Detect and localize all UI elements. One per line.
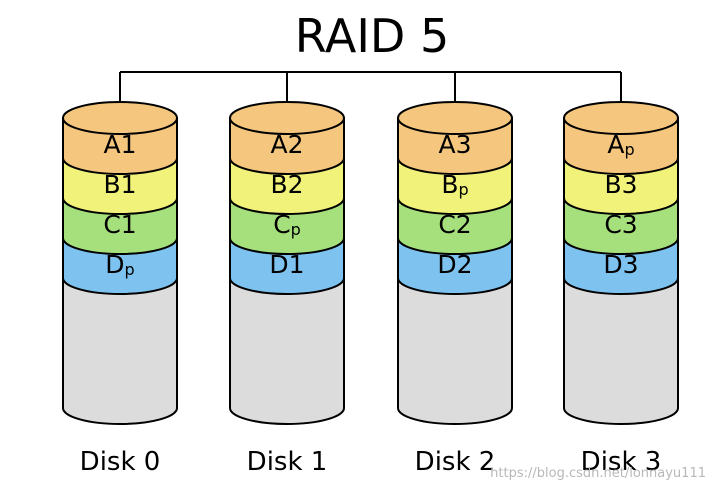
watermark-text: https://blog.csdn.net/lonnayu111 xyxy=(490,466,706,481)
block-letter: B xyxy=(270,170,287,199)
block-index: 3 xyxy=(456,130,472,159)
disk-label: Disk 2 xyxy=(415,447,496,477)
block-letter: D xyxy=(437,250,456,279)
block-label-d: D3 xyxy=(603,250,638,279)
disk-empty-space xyxy=(62,277,178,425)
disk-top-cap xyxy=(62,101,178,135)
block-label-c: C3 xyxy=(604,210,637,239)
disk-empty-space xyxy=(397,277,513,425)
block-label-a: A1 xyxy=(103,130,136,159)
parity-subscript: p xyxy=(125,260,135,279)
disk-top-cap xyxy=(397,101,513,135)
block-index: 2 xyxy=(288,170,304,199)
block-index: 3 xyxy=(622,210,638,239)
block-letter: A xyxy=(607,130,624,159)
disk-label: Disk 3 xyxy=(581,447,662,477)
block-index: 1 xyxy=(121,170,137,199)
block-index: 3 xyxy=(623,250,639,279)
parity-subscript: p xyxy=(291,220,301,239)
block-label-a-parity: Ap xyxy=(607,130,634,159)
block-index: 2 xyxy=(288,130,304,159)
disk-label: Disk 0 xyxy=(80,447,161,477)
block-label-b: B1 xyxy=(103,170,136,199)
block-letter: A xyxy=(270,130,287,159)
block-label-d-parity: Dp xyxy=(105,250,134,279)
block-index: 2 xyxy=(456,210,472,239)
block-index: 1 xyxy=(289,250,305,279)
block-label-b: B2 xyxy=(270,170,303,199)
block-letter: D xyxy=(269,250,288,279)
block-label-d: D2 xyxy=(437,250,472,279)
block-letter: B xyxy=(103,170,120,199)
block-index: 3 xyxy=(622,170,638,199)
block-letter: D xyxy=(603,250,622,279)
block-letter: D xyxy=(105,250,124,279)
disk-connector-lines xyxy=(119,71,622,118)
block-letter: C xyxy=(103,210,120,239)
disk-empty-space xyxy=(563,277,679,425)
block-letter: A xyxy=(438,130,455,159)
block-letter: B xyxy=(441,170,458,199)
disk-top-cap xyxy=(563,101,679,135)
block-label-d: D1 xyxy=(269,250,304,279)
parity-subscript: p xyxy=(459,180,469,199)
block-label-b-parity: Bp xyxy=(441,170,468,199)
parity-subscript: p xyxy=(624,140,634,159)
block-label-a: A3 xyxy=(438,130,471,159)
block-letter: C xyxy=(438,210,455,239)
block-label-c: C2 xyxy=(438,210,471,239)
disk-empty-space xyxy=(229,277,345,425)
block-letter: C xyxy=(604,210,621,239)
block-index: 1 xyxy=(121,130,137,159)
block-letter: B xyxy=(604,170,621,199)
disk-top-cap xyxy=(229,101,345,135)
diagram-title: RAID 5 xyxy=(295,9,449,63)
block-label-c-parity: Cp xyxy=(273,210,301,239)
block-label-a: A2 xyxy=(270,130,303,159)
block-index: 1 xyxy=(121,210,137,239)
block-letter: C xyxy=(273,210,290,239)
block-letter: A xyxy=(103,130,120,159)
block-label-c: C1 xyxy=(103,210,136,239)
disk-label: Disk 1 xyxy=(247,447,328,477)
block-index: 2 xyxy=(457,250,473,279)
block-label-b: B3 xyxy=(604,170,637,199)
